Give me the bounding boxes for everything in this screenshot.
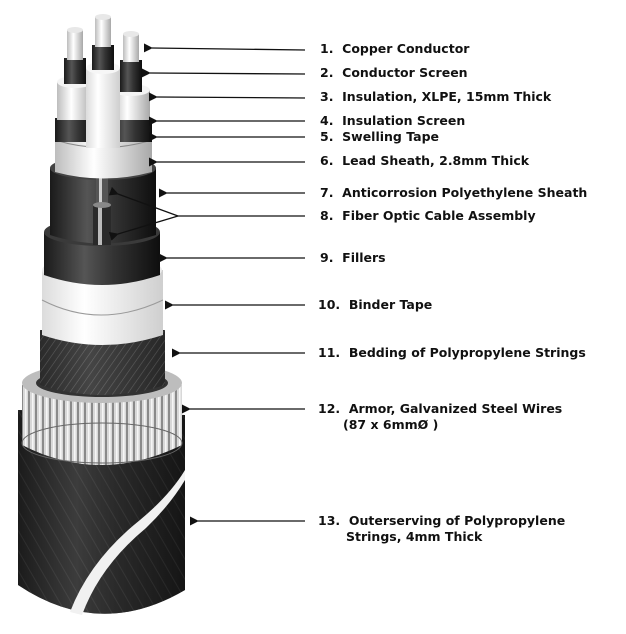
arrow-8b [108, 215, 179, 241]
label-swelling-tape: 5. Swelling Tape [320, 129, 440, 144]
label-anticorrosion-sheath: 7. Anticorrosion Polyethylene Sheath [320, 185, 588, 200]
arrow-3 [148, 92, 306, 102]
label-conductor-screen: 2. Conductor Screen [320, 65, 468, 80]
fiber-optic-assembly [93, 165, 111, 245]
label-armor-spec: (87 x 6mmØ ) [343, 417, 439, 432]
label-bedding: 11. Bedding of Polypropylene Strings [318, 345, 586, 360]
label-copper-conductor: 1. Copper Conductor [320, 41, 470, 56]
label-binder-tape: 10. Binder Tape [318, 297, 433, 312]
arrow-8a [108, 186, 179, 217]
arrow-1 [143, 43, 306, 53]
callout-arrows [108, 43, 306, 526]
label-insulation-screen: 4. Insulation Screen [320, 113, 466, 128]
label-insulation-xlpe: 3. Insulation, XLPE, 15mm Thick [320, 89, 552, 104]
label-lead-sheath: 6. Lead Sheath, 2.8mm Thick [320, 153, 530, 168]
bedding-layer [40, 330, 165, 395]
cable-cores [54, 14, 153, 179]
label-armor: 12. Armor, Galvanized Steel Wires [318, 401, 563, 416]
arrow-2 [141, 68, 306, 78]
label-outerserving: 13. Outerserving of Polypropylene [318, 513, 566, 528]
outer-serving-layer [18, 410, 185, 615]
label-fiber-optic-assembly: 8. Fiber Optic Cable Assembly [320, 208, 536, 223]
label-outerserving-spec: Strings, 4mm Thick [346, 529, 483, 544]
label-fillers: 9. Fillers [320, 250, 386, 265]
